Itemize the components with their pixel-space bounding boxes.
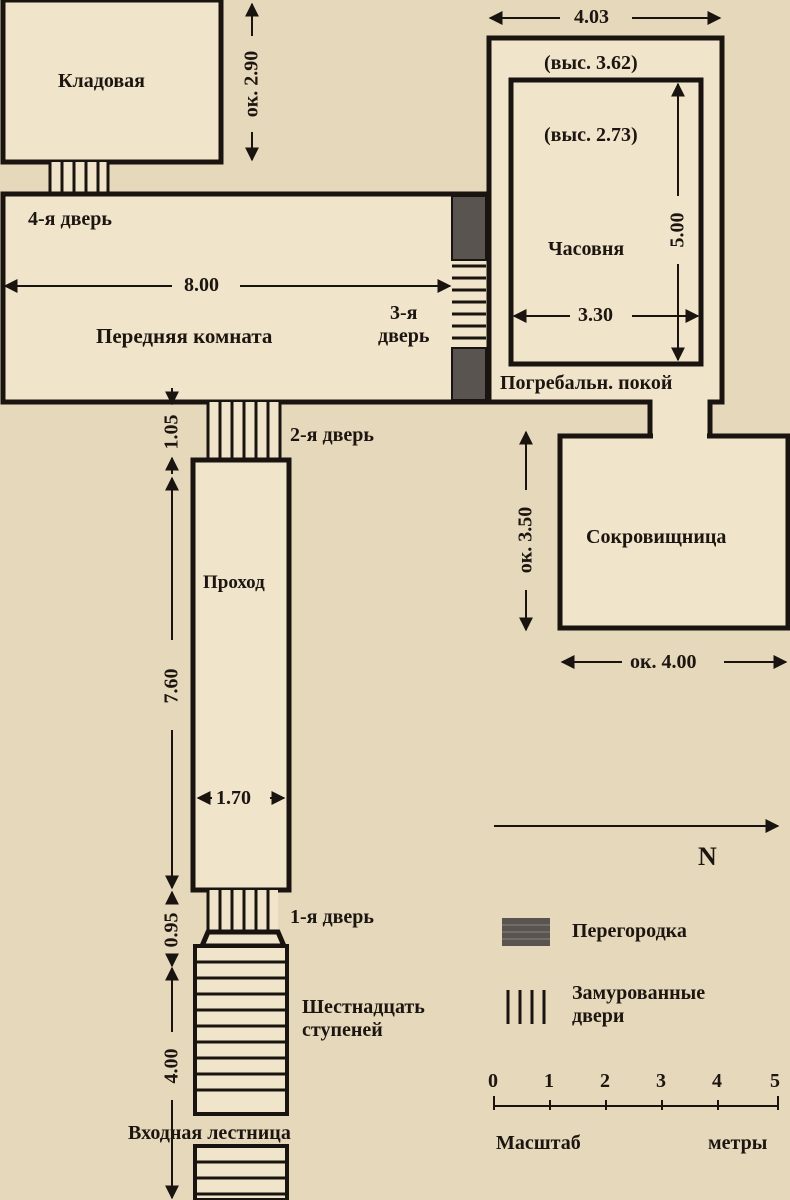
legend-partition-label: Перегородка	[572, 920, 687, 942]
door1-label: 1-я дверь	[290, 906, 374, 928]
scale-tick-3: 3	[656, 1070, 666, 1092]
door3-walled	[452, 264, 486, 340]
dim-storeroom-height: ок. 2.90	[240, 50, 263, 118]
entrance-stairs	[193, 944, 289, 1200]
partition-block-top	[451, 195, 487, 261]
scale-tick-5: 5	[770, 1070, 780, 1092]
door2-walled	[206, 402, 282, 460]
legend-walled-label: Замурованные двери	[572, 982, 706, 1027]
height-inner-label: (выс. 2.73)	[544, 124, 638, 146]
scale-tick-4: 4	[712, 1070, 722, 1092]
burial-chamber-label: Погребальн. покой	[500, 372, 673, 394]
partition-block-bottom	[451, 347, 487, 401]
dim-antechamber-length: 8.00	[184, 274, 219, 296]
steps-label: Шестнадцать ступеней	[302, 996, 425, 1041]
dim-burial-width: 4.03	[574, 6, 609, 28]
dim-treasury-height: ок. 3.50	[514, 506, 537, 574]
dim-treasury-width: ок. 4.00	[630, 651, 697, 673]
door1-walled	[206, 890, 278, 932]
corridor-label: Проход	[203, 572, 265, 593]
dim-chapel-length: 5.00	[666, 212, 689, 248]
north-label: N	[698, 842, 717, 871]
dim-chapel-width: 3.30	[578, 304, 613, 326]
legend-walled-swatch	[506, 990, 546, 1024]
height-outer-label: (выс. 3.62)	[544, 52, 638, 74]
dim-door1-depth: 0.95	[160, 912, 183, 948]
dim-corridor-width: 1.70	[216, 787, 251, 809]
dim-corridor-length: 7.60	[160, 668, 183, 704]
dim-door2-depth: 1.05	[160, 414, 183, 450]
chapel-label: Часовня	[548, 238, 625, 260]
storeroom-room	[0, 0, 224, 165]
treasury-room	[557, 433, 790, 631]
scale-label-left: Масштаб	[496, 1132, 581, 1154]
legend-partition-swatch	[502, 918, 550, 946]
scale-tick-2: 2	[600, 1070, 610, 1092]
entrance-stair-label: Входная лестница	[128, 1122, 291, 1144]
door4-label: 4-я дверь	[28, 208, 112, 230]
storeroom-label: Кладовая	[58, 70, 145, 92]
corridor-room	[190, 457, 292, 893]
door2-label: 2-я дверь	[290, 424, 374, 446]
scale-bar	[493, 1096, 779, 1110]
scale-label-right: метры	[708, 1132, 768, 1154]
door3-label: 3-я дверь	[378, 302, 430, 347]
antechamber-label: Передняя комната	[96, 324, 273, 348]
treasury-label: Сокровищница	[586, 526, 727, 548]
dim-stair-length: 4.00	[160, 1048, 183, 1084]
dimension-lines	[3, 2, 788, 1200]
scale-tick-0: 0	[488, 1070, 498, 1092]
scale-tick-1: 1	[544, 1070, 554, 1092]
door4-walled	[48, 162, 110, 194]
